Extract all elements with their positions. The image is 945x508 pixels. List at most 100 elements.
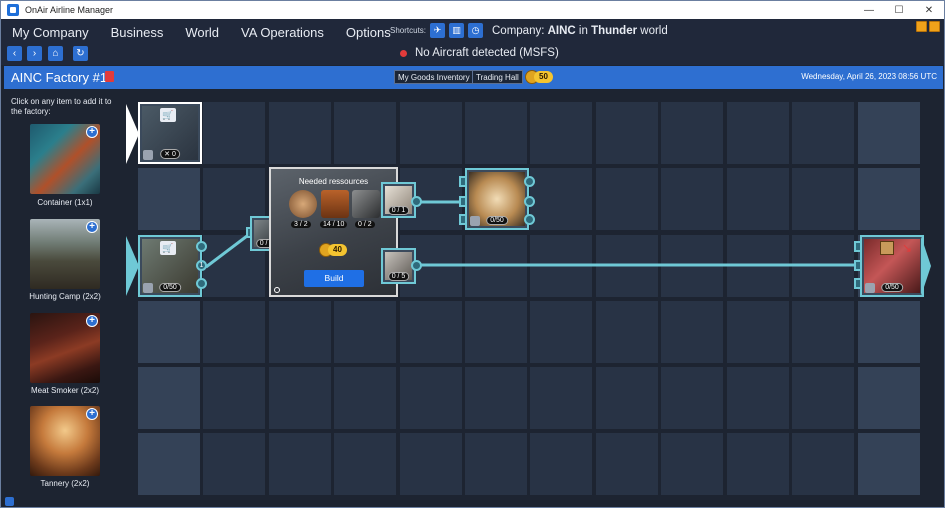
add-icon[interactable]: + [86,126,98,138]
grid-cell[interactable] [138,301,200,363]
grid-cell[interactable] [727,168,789,230]
notification-icon[interactable] [916,21,927,32]
grid-cell[interactable] [792,168,854,230]
grid-cell[interactable] [203,433,265,495]
goods-inventory-button[interactable]: My Goods Inventory [394,70,474,84]
grid-cell[interactable] [858,301,920,363]
grid-cell[interactable] [661,102,723,164]
output-port[interactable] [524,214,535,225]
container-node[interactable]: 🛒 ✕ 0 [138,102,202,164]
grid-cell[interactable] [400,433,462,495]
trash-icon[interactable] [105,71,114,82]
container-thumbnail[interactable]: + [30,124,100,194]
grid-cell[interactable] [334,367,396,429]
grid-cell[interactable] [530,433,592,495]
grid-cell[interactable] [465,367,527,429]
grid-cell[interactable] [530,102,592,164]
add-icon[interactable]: + [86,221,98,233]
output-port[interactable] [196,278,207,289]
grid-cell[interactable] [465,301,527,363]
grid-cell[interactable] [596,168,658,230]
grid-cell[interactable] [858,367,920,429]
grid-cell[interactable] [138,168,200,230]
output-port[interactable] [524,176,535,187]
grid-cell[interactable] [269,367,331,429]
grid-cell[interactable] [530,301,592,363]
menu-my-company[interactable]: My Company [12,24,89,40]
meat-smoker-thumbnail[interactable]: + [30,313,100,383]
cart-icon[interactable]: 🛒 [160,108,176,122]
output-slot-leather[interactable]: 0 / 5 [381,248,416,284]
grid-cell[interactable] [400,102,462,164]
grid-cell[interactable] [203,367,265,429]
output-port[interactable] [411,196,422,207]
settings-icon[interactable] [470,216,480,226]
palette-item-container[interactable]: + Container (1x1) [30,124,100,207]
grid-cell[interactable] [138,433,200,495]
settings-icon[interactable] [143,283,153,293]
grid-cell[interactable] [530,168,592,230]
grid-cell[interactable] [858,433,920,495]
settings-icon[interactable] [143,150,153,160]
grid-cell[interactable] [596,102,658,164]
grid-cell[interactable] [203,301,265,363]
build-button[interactable]: Build [304,270,364,287]
grid-cell[interactable] [334,433,396,495]
sell-arrow-icon[interactable]: ↘ [902,241,913,255]
message-icon[interactable] [929,21,940,32]
home-button[interactable]: ⌂ [48,46,63,61]
grid-cell[interactable] [269,433,331,495]
maximize-button[interactable]: ☐ [894,4,904,16]
grid-cell[interactable] [334,102,396,164]
tannery-thumbnail[interactable]: + [30,406,100,476]
settings-icon[interactable] [865,283,875,293]
grid-cell[interactable] [465,433,527,495]
close-button[interactable]: ✕ [924,4,934,16]
grid-cell[interactable] [269,301,331,363]
palette-item-tannery[interactable]: + Tannery (2x2) [30,406,100,488]
menu-world[interactable]: World [185,24,220,40]
grid-cell[interactable] [661,367,723,429]
add-icon[interactable]: + [86,408,98,420]
output-slot-wool[interactable]: 0 / 1 [381,182,416,218]
grid-cell[interactable] [596,301,658,363]
grid-cell[interactable] [727,301,789,363]
back-button[interactable]: ‹ [7,46,22,61]
grid-cell[interactable] [858,168,920,230]
grid-cell[interactable] [596,367,658,429]
menu-business[interactable]: Business [110,24,164,40]
menu-va-operations[interactable]: VA Operations [241,24,324,40]
shortcut-clock-icon[interactable]: ◷ [468,23,484,38]
trading-hall-button[interactable]: Trading Hall [472,70,523,84]
output-port[interactable] [196,241,207,252]
grid-cell[interactable] [465,102,527,164]
grid-cell[interactable] [400,367,462,429]
grid-cell[interactable] [661,301,723,363]
factory-grid[interactable]: 🛒 ✕ 0 🛒 0/50 1 0 / 3 Needed ressources [126,90,931,496]
grid-cell[interactable] [858,102,920,164]
tannery-construction-node[interactable]: Needed ressources 3 / 2 14 / 10 0 / 2 40… [269,167,398,297]
shortcut-map-icon[interactable]: ▥ [449,23,465,38]
hunting-camp-thumbnail[interactable]: + [30,219,100,289]
grid-cell[interactable] [792,301,854,363]
shortcut-flight-icon[interactable]: ✈ [430,23,446,38]
grid-cell[interactable] [661,168,723,230]
forward-button[interactable]: › [27,46,42,61]
grid-cell[interactable] [334,301,396,363]
hunting-camp-node[interactable]: 🛒 0/50 [138,235,202,297]
info-icon[interactable] [274,287,280,293]
grid-cell[interactable] [138,367,200,429]
grid-cell[interactable] [269,102,331,164]
add-icon[interactable]: + [86,315,98,327]
grid-cell[interactable] [530,367,592,429]
palette-item-hunting-camp[interactable]: + Hunting Camp (2x2) [29,219,101,301]
grid-cell[interactable] [792,433,854,495]
output-port[interactable] [411,260,422,271]
meat-export-node[interactable]: ↘ 0/50 [860,235,924,297]
grid-cell[interactable] [203,102,265,164]
bottom-status-icon[interactable] [5,497,14,506]
grid-cell[interactable] [661,433,723,495]
grid-cell[interactable] [727,102,789,164]
grid-cell[interactable] [400,301,462,363]
grid-cell[interactable] [596,433,658,495]
